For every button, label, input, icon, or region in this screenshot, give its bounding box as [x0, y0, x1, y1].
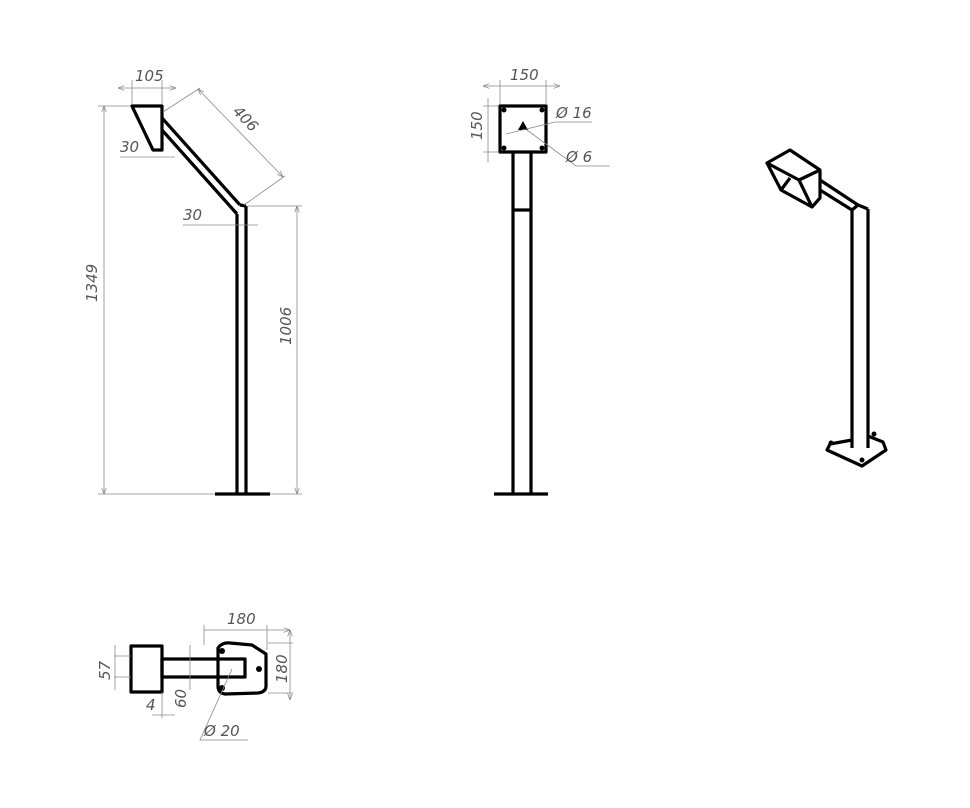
dim-plate-width: 150 — [510, 66, 539, 84]
arm — [819, 178, 869, 212]
mounting-holes — [501, 107, 545, 151]
base-holes — [219, 648, 262, 691]
dim-head-bottom: 30 — [120, 138, 139, 156]
dim-arm-width: 60 — [172, 689, 190, 708]
dim-head-width: 105 — [135, 67, 164, 85]
pole — [511, 152, 533, 494]
dim-pole-height: 1006 — [277, 307, 295, 345]
lamp-head — [129, 644, 164, 694]
front-view: 150 150 Ø 16 Ø 6 — [468, 66, 610, 496]
pole — [850, 203, 870, 448]
side-view: 105 30 406 30 1349 1006 — [83, 67, 302, 496]
arm — [160, 116, 242, 216]
dim-pole-width: 30 — [183, 206, 202, 224]
isometric-view — [765, 148, 888, 468]
base-plate — [825, 434, 888, 468]
dim-hole-small: Ø 6 — [565, 148, 592, 166]
dim-hole-large: Ø 16 — [555, 104, 592, 122]
dim-offset: 4 — [146, 696, 156, 714]
pole — [235, 203, 248, 494]
dim-total-height: 1349 — [83, 264, 101, 302]
mounting-plate — [498, 104, 548, 154]
lamp-head — [130, 104, 164, 152]
top-view: 180 180 57 60 4 Ø 20 — [96, 610, 293, 741]
dim-base-height: 180 — [273, 654, 291, 683]
arm — [160, 657, 247, 679]
dim-arm-length: 406 — [229, 102, 262, 135]
base-plate — [216, 641, 268, 696]
dim-hole-diameter: Ø 20 — [203, 722, 240, 740]
dim-head-height: 57 — [96, 660, 114, 680]
lamp-head — [765, 148, 822, 209]
dim-plate-height: 150 — [468, 111, 486, 140]
dim-base-width: 180 — [227, 610, 256, 628]
